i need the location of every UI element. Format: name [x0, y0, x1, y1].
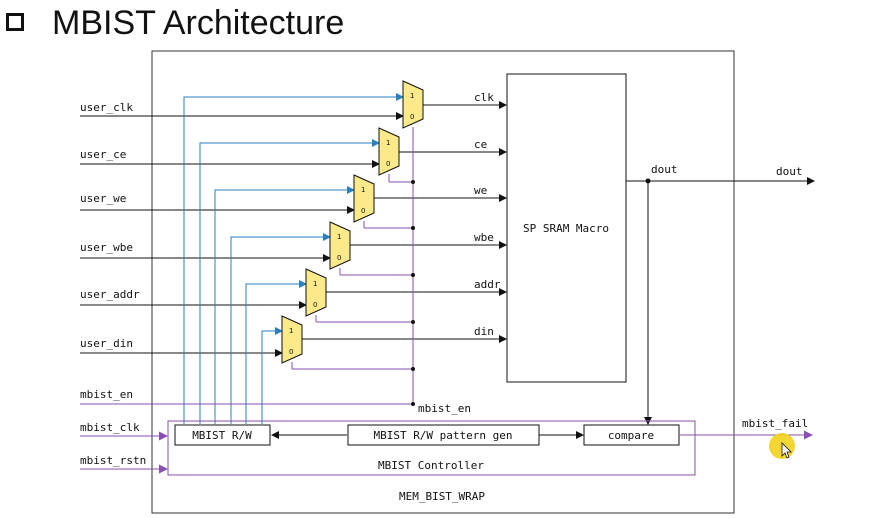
wrap-label: MEM_BIST_WRAP — [399, 490, 485, 503]
input-label-user-din: user_din — [80, 337, 133, 350]
mem-bist-wrap-box — [151, 50, 735, 514]
input-label-mbist-en: mbist_en — [80, 388, 133, 401]
sram-port-din: din — [474, 325, 494, 338]
sram-port-ce: ce — [474, 138, 487, 151]
svg-text:0: 0 — [337, 254, 341, 262]
mbist-controller-box — [167, 420, 696, 476]
input-label-mbist-rstn: mbist_rstn — [80, 454, 146, 467]
dout-output-label: dout — [776, 165, 803, 178]
svg-text:1: 1 — [313, 280, 317, 288]
svg-text:0: 0 — [410, 113, 414, 121]
svg-text:1: 1 — [337, 233, 341, 241]
svg-text:1: 1 — [289, 327, 293, 335]
mux-addr: 1 0 — [305, 268, 327, 317]
svg-text:0: 0 — [289, 348, 293, 356]
mux-din: 1 0 — [281, 315, 303, 364]
mbist-rw-box — [174, 424, 271, 446]
svg-text:1: 1 — [410, 92, 414, 100]
compare-label: compare — [608, 429, 654, 442]
input-label-user-addr: user_addr — [80, 288, 140, 301]
mux-clk: 1 0 — [402, 80, 424, 129]
page-title: MBIST Architecture — [52, 4, 345, 42]
input-label-user-we: user_we — [80, 192, 126, 205]
mbist-en-select-wires — [80, 127, 414, 405]
sram-macro-label: SP SRAM Macro — [523, 222, 609, 235]
svg-text:0: 0 — [313, 301, 317, 309]
mbist-rw-wires — [183, 93, 404, 424]
dout-wires — [626, 177, 815, 425]
svg-text:1: 1 — [361, 186, 365, 194]
sram-macro-box — [506, 73, 627, 383]
mouse-cursor-icon — [781, 442, 792, 459]
mux-ce: 1 0 — [378, 127, 400, 176]
sram-port-wbe: wbe — [474, 231, 494, 244]
svg-text:1: 1 — [386, 139, 390, 147]
mux-output-wires — [302, 101, 507, 343]
input-label-user-clk: user_clk — [80, 101, 133, 114]
input-label-mbist-clk: mbist_clk — [80, 421, 140, 434]
mux-wbe: 1 0 — [329, 221, 351, 270]
sram-port-clk: clk — [474, 91, 494, 104]
sram-port-addr: addr — [474, 278, 501, 291]
dout-internal-label: dout — [651, 163, 678, 176]
input-label-user-wbe: user_wbe — [80, 241, 133, 254]
mbist-control-wires — [80, 430, 813, 474]
mbist-fail-label: mbist_fail — [742, 417, 808, 430]
mux-we: 1 0 — [353, 174, 375, 223]
svg-text:0: 0 — [386, 160, 390, 168]
mbist-controller-label: MBIST Controller — [378, 459, 484, 472]
pattern-gen-label: MBIST R/W pattern gen — [373, 429, 512, 442]
mbist-rw-label: MBIST R/W — [192, 429, 252, 442]
sram-port-we: we — [474, 184, 487, 197]
input-label-user-ce: user_ce — [80, 148, 126, 161]
user-input-wires — [80, 112, 404, 357]
checkbox-bullet-icon — [6, 13, 24, 31]
mbist-en-label: mbist_en — [418, 402, 471, 415]
svg-text:0: 0 — [361, 207, 365, 215]
